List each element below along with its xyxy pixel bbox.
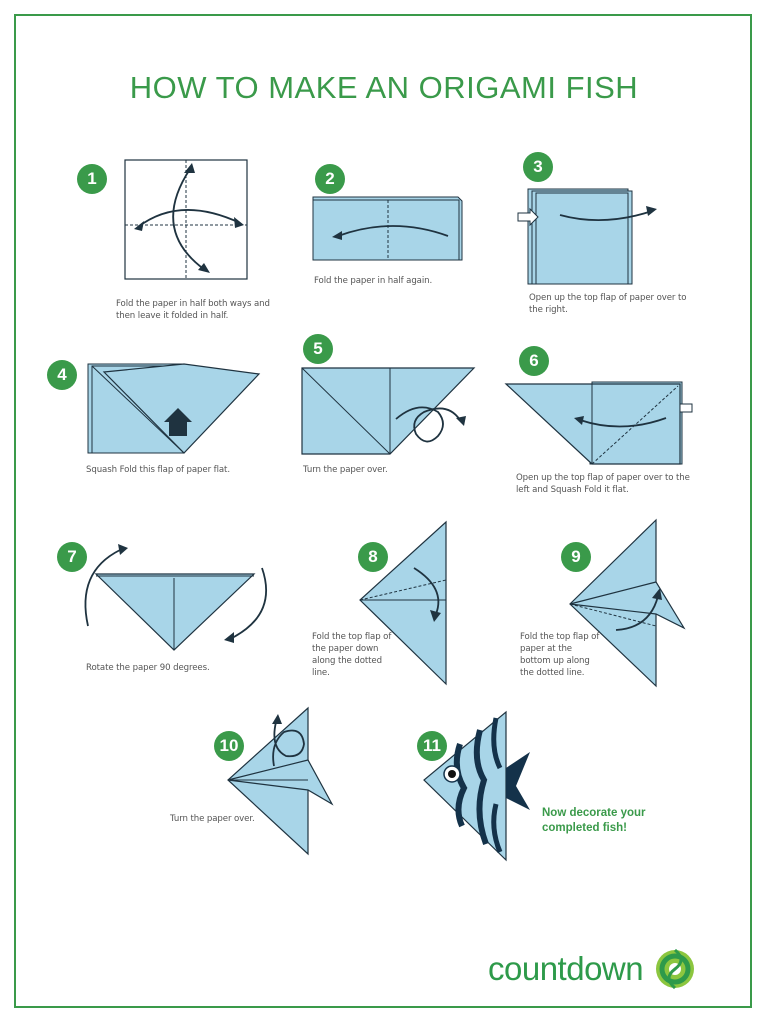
step-1-caption: Fold the paper in half both ways and the… — [116, 299, 270, 321]
step-4-badge: 4 — [47, 360, 77, 390]
step-3-diagram — [517, 188, 657, 285]
step-8-badge: 8 — [358, 542, 388, 572]
step-9-diagram — [569, 518, 686, 688]
step-9-badge: 9 — [561, 542, 591, 572]
step-6-diagram — [504, 381, 693, 465]
step-7-diagram — [84, 544, 267, 651]
step-7-caption: Rotate the paper 90 degrees. — [86, 663, 210, 673]
brand-name: countdown — [488, 950, 644, 987]
step-6-caption: Open up the top flap of paper over to th… — [516, 473, 690, 495]
final-note: Now decorate your completed fish! — [542, 807, 646, 834]
page-title: HOW TO MAKE AN ORIGAMI FISH — [129, 70, 639, 105]
page-border — [14, 14, 752, 1008]
countdown-swirl-logo-icon — [656, 948, 695, 990]
step-6-badge: 6 — [519, 346, 549, 376]
step-7-badge: 7 — [57, 542, 87, 572]
step-10-badge: 10 — [214, 731, 244, 761]
step-2-badge: 2 — [315, 164, 345, 194]
step-1-diagram — [124, 159, 248, 280]
step-11-badge: 11 — [417, 731, 447, 761]
step-2-caption: Fold the paper in half again. — [314, 276, 433, 286]
step-3-badge: 3 — [523, 152, 553, 182]
step-5-diagram — [301, 367, 476, 455]
step-10-diagram — [227, 706, 334, 856]
step-8-caption: Fold the top flap of the paper down alon… — [312, 632, 392, 678]
step-3-caption: Open up the top flap of paper over to th… — [529, 293, 687, 315]
step-4-caption: Squash Fold this flap of paper flat. — [86, 465, 230, 475]
step-2-diagram — [312, 196, 463, 261]
step-9-caption: Fold the top flap of paper at the bottom… — [520, 632, 600, 678]
step-4-diagram — [87, 363, 261, 454]
step-8-diagram — [359, 520, 447, 686]
step-1-badge: 1 — [77, 164, 107, 194]
step-5-caption: Turn the paper over. — [303, 465, 388, 475]
step-5-badge: 5 — [303, 334, 333, 364]
countdown-logo: countdown — [488, 946, 701, 992]
step-11-fish-diagram — [423, 710, 530, 862]
step-10-caption: Turn the paper over. — [170, 814, 255, 824]
